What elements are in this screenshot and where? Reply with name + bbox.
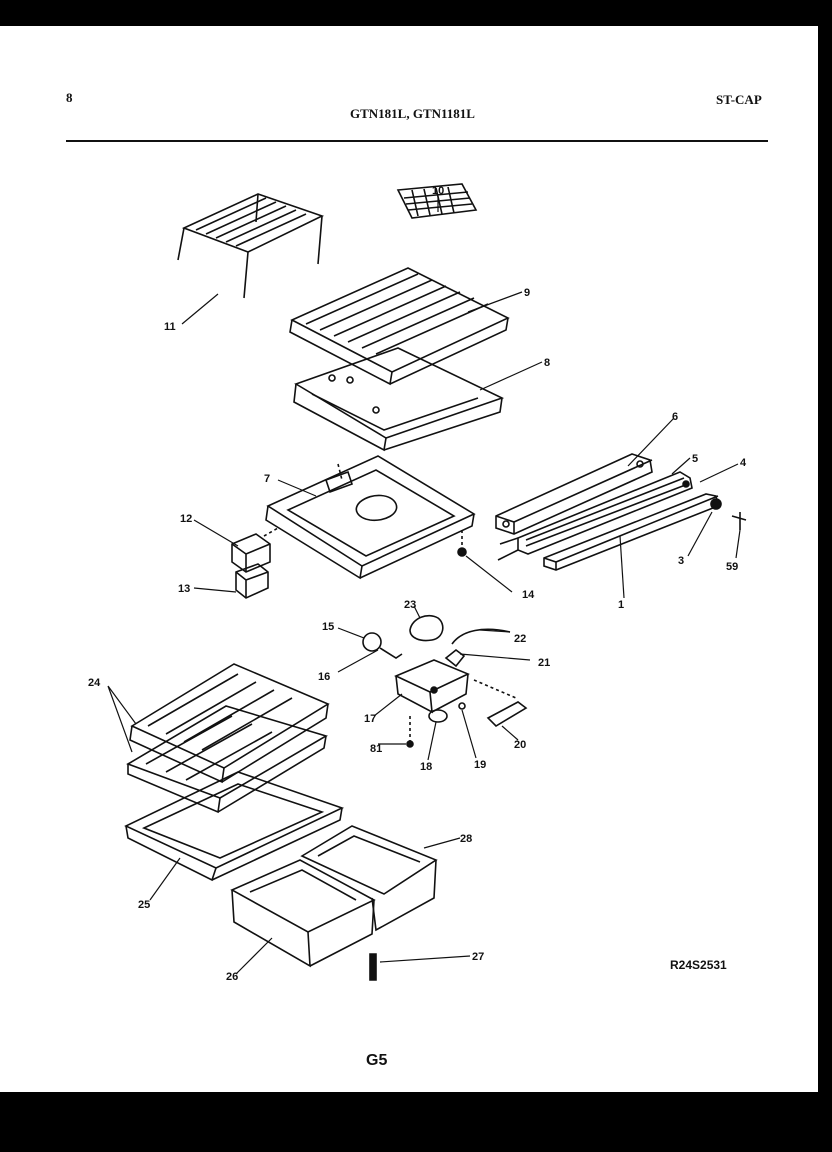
page-number: 8 xyxy=(66,90,73,105)
callout-59: 59 xyxy=(726,561,738,573)
callout-13: 13 xyxy=(178,583,190,595)
part-wire-shelf xyxy=(289,267,510,386)
callout-24: 24 xyxy=(88,677,101,689)
callout-3: 3 xyxy=(678,555,684,567)
callout-25: 25 xyxy=(138,899,150,911)
model-numbers: GTN181L, GTN1181L xyxy=(350,106,475,121)
page: 8 GTN181L, GTN1181L ST-CAP xyxy=(0,26,818,1092)
callout-22: 22 xyxy=(514,633,526,645)
callout-1: 1 xyxy=(618,599,624,611)
part-upper-shelf-support xyxy=(495,453,653,535)
callout-20: 20 xyxy=(514,739,526,751)
callout-4: 4 xyxy=(740,457,747,469)
callout-28: 28 xyxy=(460,833,472,845)
part-glass-shelf-lower xyxy=(126,705,328,814)
callout-21: 21 xyxy=(538,657,550,669)
callout-9: 9 xyxy=(524,287,530,299)
callout-11: 11 xyxy=(164,321,176,333)
part-glass-shelf-upper xyxy=(129,663,330,784)
part-crisper-drawer-left xyxy=(230,859,376,968)
leader-lines xyxy=(107,196,741,975)
callout-27: 27 xyxy=(472,951,484,963)
part-fastener xyxy=(457,547,467,557)
part-shelf-pan xyxy=(263,455,476,580)
callout-81: 81 xyxy=(370,743,382,755)
callout-10: 10 xyxy=(432,185,444,197)
callout-16: 16 xyxy=(318,671,330,683)
part-control-housing xyxy=(394,628,511,714)
header-rule xyxy=(66,140,768,142)
part-lower-shelf-support xyxy=(543,480,719,571)
part-cam-bracket xyxy=(473,679,528,728)
callout-6: 6 xyxy=(672,411,678,423)
callout-8: 8 xyxy=(544,357,550,369)
callout-15: 15 xyxy=(322,621,334,633)
callout-7: 7 xyxy=(264,473,270,485)
callout-19: 19 xyxy=(474,759,486,771)
part-crisper-drawer-right xyxy=(300,825,438,932)
callout-26: 26 xyxy=(226,971,238,983)
part-shelf-frame xyxy=(293,347,505,452)
callout-17: 17 xyxy=(364,713,376,725)
part-drawer-roller xyxy=(369,953,377,981)
callout-5: 5 xyxy=(692,453,698,465)
callout-18: 18 xyxy=(420,761,432,773)
sheet-code: G5 xyxy=(366,1052,388,1069)
section-code: ST-CAP xyxy=(716,92,762,107)
drawing-number: R24S2531 xyxy=(670,958,727,972)
part-washer-screw xyxy=(710,498,747,530)
part-small-wire-rack xyxy=(396,183,478,219)
callout-labels: 10 11 9 8 6 5 4 3 59 1 14 7 12 13 23 15 … xyxy=(88,185,747,983)
part-shelf-clips xyxy=(231,533,271,599)
callout-12: 12 xyxy=(180,513,192,525)
part-tall-wire-shelf xyxy=(177,193,325,299)
part-light-bulb xyxy=(362,632,403,659)
exploded-parts-diagram: 10 11 9 8 6 5 4 3 59 1 14 7 12 13 23 15 … xyxy=(88,183,747,983)
callout-14: 14 xyxy=(522,589,535,601)
part-control-knob xyxy=(409,614,444,642)
part-thermostat xyxy=(406,702,466,748)
part-crisper-cover xyxy=(124,771,345,882)
part-shelf-slide-rail xyxy=(497,471,693,561)
callout-23: 23 xyxy=(404,599,416,611)
